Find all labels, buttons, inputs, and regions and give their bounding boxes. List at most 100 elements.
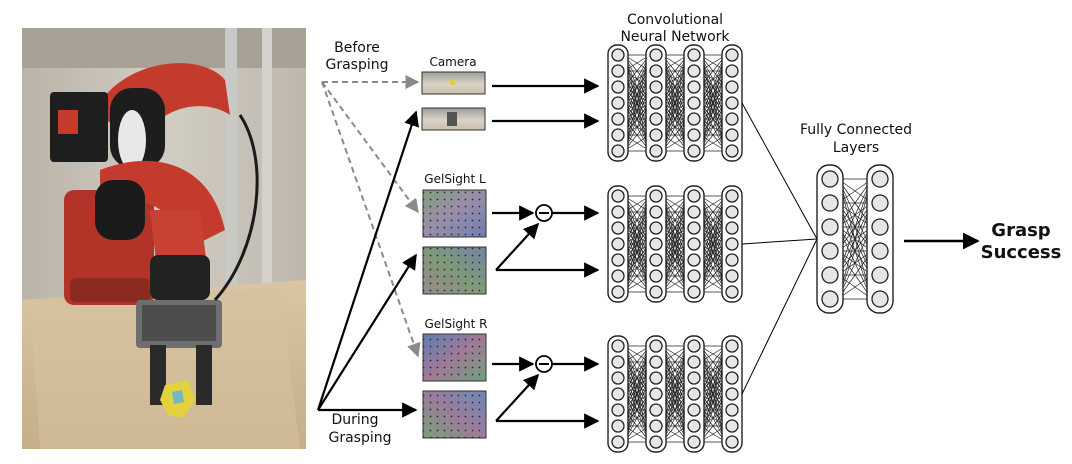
- cnn-gelsight-l-node: [649, 205, 663, 219]
- fc-title-line2: Layers: [833, 140, 879, 156]
- cnn-camera-node: [611, 96, 625, 110]
- cnn-gelsight-l: [607, 185, 743, 303]
- cnn-gelsight-l-node: [725, 253, 739, 267]
- cnn-camera-node: [611, 144, 625, 158]
- cnn-gelsight-l-node: [725, 205, 739, 219]
- cnn-gelsight-l-node: [687, 189, 701, 203]
- cnn-camera-node: [649, 80, 663, 94]
- output-label-line2: Success: [981, 242, 1062, 263]
- cnn-gelsight-r-node: [687, 371, 701, 385]
- cnn-camera-node: [725, 144, 739, 158]
- cnn-gelsight-r-node: [611, 355, 625, 369]
- cnn-gelsight-r-node: [725, 435, 739, 449]
- cnn-gelsight-r-node: [611, 419, 625, 433]
- cnn-gelsight-r-node: [649, 371, 663, 385]
- fc-node: [821, 194, 839, 212]
- cnn-gelsight-r-node: [649, 387, 663, 401]
- gelsight-r-image-during: [422, 390, 487, 439]
- cnn-gelsight-l-node: [611, 189, 625, 203]
- cnn-camera-node: [611, 64, 625, 78]
- fc-node: [871, 290, 889, 308]
- cnn-gelsight-r-node: [649, 339, 663, 353]
- fc-node: [821, 242, 839, 260]
- minus-circle-r: [535, 355, 553, 373]
- camera-to-cnn-arrows: [492, 78, 600, 129]
- cnn-gelsight-r-node: [687, 435, 701, 449]
- cnn-gelsight-l-node: [725, 237, 739, 251]
- cnn-gelsight-l-node: [725, 269, 739, 283]
- during-grasping-label-line2: Grasping: [328, 430, 391, 446]
- cnn-gelsight-r-node: [649, 355, 663, 369]
- cnn-to-fc-line: [741, 238, 818, 245]
- cnn-camera-node: [725, 112, 739, 126]
- cnn-camera-node: [687, 48, 701, 62]
- fc-node: [821, 266, 839, 284]
- cnn-camera-node: [725, 64, 739, 78]
- cnn-gelsight-l-node: [649, 237, 663, 251]
- cnn-gelsight-r-node: [725, 339, 739, 353]
- cnn-title-line2: Neural Network: [620, 29, 730, 45]
- cnn-gelsight-r-node: [725, 371, 739, 385]
- cnn-gelsight-l-node: [725, 285, 739, 299]
- cnn-camera-node: [687, 112, 701, 126]
- fc-node: [821, 290, 839, 308]
- cnn-gelsight-l-node: [611, 237, 625, 251]
- gelsight-l-subtraction: [492, 205, 600, 278]
- during-grasping-arrows: [316, 110, 419, 418]
- robot-photo: [22, 28, 306, 449]
- cnn-gelsight-l-node: [611, 205, 625, 219]
- cnn-gelsight-l-node: [611, 221, 625, 235]
- gelsight-r-subtraction: [492, 356, 600, 429]
- before-grasping-label-line1: Before: [334, 40, 380, 56]
- cnn-camera-node: [725, 96, 739, 110]
- cnn-gelsight-l-node: [725, 189, 739, 203]
- fc-title-line1: Fully Connected: [800, 122, 912, 138]
- cnn-gelsight-l-node: [687, 269, 701, 283]
- before-grasping-arrows: [321, 75, 421, 358]
- cnn-camera-node: [611, 128, 625, 142]
- cnn-camera-node: [649, 48, 663, 62]
- cnn-gelsight-l-node: [725, 221, 739, 235]
- cnn-to-fc-connections: [741, 102, 818, 395]
- cnn-camera-node: [611, 80, 625, 94]
- fc-node: [871, 170, 889, 188]
- cnn-gelsight-r-node: [611, 403, 625, 417]
- fc-node: [871, 266, 889, 284]
- cnn-camera-node: [611, 112, 625, 126]
- gelsight-l-image-before: [422, 189, 487, 238]
- cnn-camera-node: [687, 144, 701, 158]
- cnn-gelsight-r-node: [725, 355, 739, 369]
- cnn-gelsight-r-node: [725, 387, 739, 401]
- cnn-gelsight-l-node: [687, 205, 701, 219]
- cnn-camera-node: [649, 112, 663, 126]
- cnn-camera-node: [725, 128, 739, 142]
- during-grasping-label-line1: During: [331, 412, 378, 428]
- cnn-gelsight-r-node: [611, 371, 625, 385]
- cnn-gelsight-r-node: [649, 403, 663, 417]
- camera-label: Camera: [429, 55, 476, 69]
- cnn-gelsight-r-node: [725, 419, 739, 433]
- cnn-gelsight-r-node: [649, 419, 663, 433]
- cnn-gelsight-l-node: [611, 285, 625, 299]
- cnn-camera-node: [687, 128, 701, 142]
- cnn-gelsight-l-node: [687, 237, 701, 251]
- output-label-line1: Grasp: [991, 220, 1051, 241]
- cnn-gelsight-l-node: [649, 221, 663, 235]
- cnn-to-fc-line: [741, 238, 818, 395]
- cnn-camera-node: [649, 128, 663, 142]
- cnn-camera-node: [687, 96, 701, 110]
- cnn-title-line1: Convolutional: [627, 12, 723, 28]
- cnn-camera-node: [611, 48, 625, 62]
- cnn-gelsight-l-node: [611, 269, 625, 283]
- cnn-gelsight-l-node: [687, 253, 701, 267]
- cnn-gelsight-l-node: [687, 221, 701, 235]
- cnn-gelsight-l-node: [649, 269, 663, 283]
- fully-connected-layers: [816, 164, 894, 314]
- cnn-camera-node: [725, 80, 739, 94]
- cnn-gelsight-r-node: [687, 355, 701, 369]
- fc-node: [821, 170, 839, 188]
- cnn-to-fc-line: [741, 102, 818, 240]
- minus-circle-l: [535, 204, 553, 222]
- fc-node: [871, 218, 889, 236]
- cnn-gelsight-l-node: [649, 189, 663, 203]
